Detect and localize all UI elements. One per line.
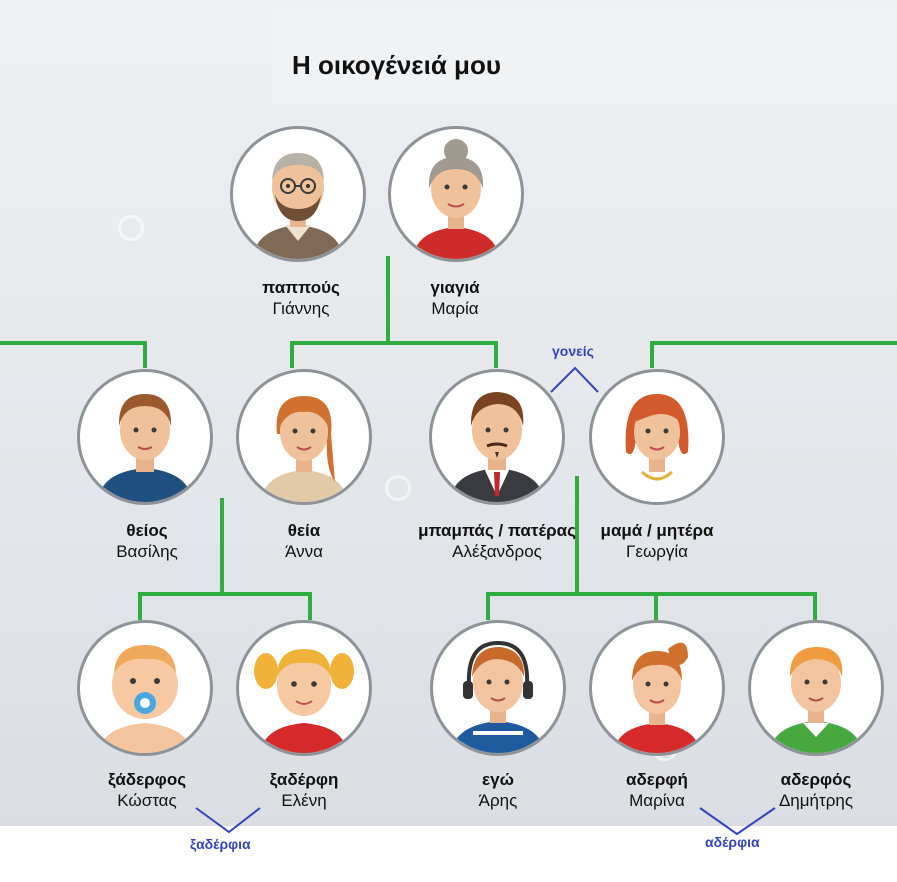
name-text: Ελένη	[281, 791, 327, 810]
name-text: Μαρία	[431, 299, 479, 318]
girl-ponytail-portrait-icon	[614, 642, 700, 753]
name-text: Δημήτρης	[778, 791, 854, 810]
avatar-cousin-girl	[236, 620, 372, 756]
page-title: Η οικογένειά μου	[292, 50, 501, 80]
avatar-aunt	[236, 369, 372, 505]
avatar-sister	[589, 620, 725, 756]
bracket-cousins	[195, 807, 261, 834]
role-text: εγώ	[482, 770, 514, 789]
connector-mom-side	[650, 341, 897, 368]
boy-portrait-icon	[769, 647, 863, 753]
label-grandpa: παππούς Γιάννης	[211, 277, 391, 319]
avatar-cousin-boy	[77, 620, 213, 756]
connector-uncle-children	[138, 498, 312, 620]
role-text: μαμά / μητέρα	[600, 521, 714, 540]
label-cousin-boy: ξάδερφος Κώστας	[57, 769, 237, 811]
label-me: εγώ Άρης	[408, 769, 588, 811]
label-aunt: θεία Άννα	[214, 520, 394, 562]
role-text: αδερφός	[780, 770, 852, 789]
role-text: γιαγιά	[430, 278, 480, 297]
avatar-brother	[748, 620, 884, 756]
aunt-portrait-icon	[261, 396, 347, 502]
mom-portrait-icon	[614, 394, 700, 502]
connector-parents-children	[486, 476, 817, 620]
avatar-mom	[589, 369, 725, 505]
role-text: μπαμπάς / πατέρας	[418, 521, 576, 540]
avatar-uncle	[77, 369, 213, 505]
title-banner	[272, 10, 897, 105]
name-text: Άρης	[478, 791, 518, 810]
group-label-parents: γονείς	[552, 343, 594, 359]
grandpa-portrait-icon	[253, 153, 343, 259]
label-brother: αδερφός Δημήτρης	[726, 769, 897, 811]
label-uncle: θείος Βασίλης	[57, 520, 237, 562]
label-sister: αδερφή Μαρίνα	[567, 769, 747, 811]
label-cousin-girl: ξαδέρφη Ελένη	[214, 769, 394, 811]
group-label-cousins: ξαδέρφια	[190, 836, 251, 852]
avatar-grandma	[388, 126, 524, 262]
watermark-swirl	[118, 215, 144, 241]
name-text: Βασίλης	[116, 542, 178, 561]
name-text: Γιάννης	[272, 299, 330, 318]
grandma-portrait-icon	[413, 139, 499, 259]
name-text: Άννα	[285, 542, 323, 561]
girl-pigtails-portrait-icon	[254, 649, 354, 753]
group-label-siblings: αδέρφια	[705, 834, 760, 850]
role-text: παππούς	[262, 278, 340, 297]
footer-strip	[0, 826, 897, 882]
role-text: ξαδέρφη	[269, 770, 339, 789]
role-text: αδερφή	[626, 770, 688, 789]
bracket-parents	[550, 366, 599, 393]
uncle-portrait-icon	[98, 394, 192, 502]
avatar-me	[430, 620, 566, 756]
label-dad: μπαμπάς / πατέρας Αλέξανδρος	[407, 520, 587, 562]
role-text: θείος	[126, 521, 168, 540]
avatar-dad	[429, 369, 565, 505]
watermark-swirl	[385, 475, 411, 501]
dad-portrait-icon	[450, 392, 544, 502]
role-text: θεία	[287, 521, 321, 540]
name-text: Μαρίνα	[629, 791, 685, 810]
baby-portrait-icon	[98, 645, 192, 753]
boy-headphones-portrait-icon	[451, 640, 545, 753]
label-mom: μαμά / μητέρα Γεωργία	[567, 520, 747, 562]
label-grandma: γιαγιά Μαρία	[365, 277, 545, 319]
name-text: Αλέξανδρος	[452, 542, 542, 561]
avatar-grandpa	[230, 126, 366, 262]
name-text: Κώστας	[117, 791, 177, 810]
role-text: ξάδερφος	[107, 770, 187, 789]
connector-grandparents-children	[290, 341, 498, 368]
name-text: Γεωργία	[626, 542, 688, 561]
connector-uncle-side	[0, 341, 147, 368]
bracket-siblings	[699, 807, 776, 836]
